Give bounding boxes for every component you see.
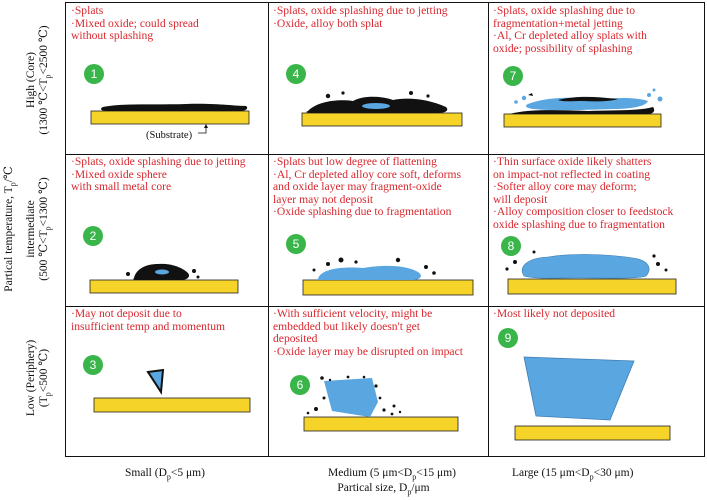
cell-5-notes: ·Splats but low degree of flattening·Al,…	[273, 155, 462, 219]
y-axis-label: Partical temperature, Tp/℃	[3, 166, 18, 292]
cell-2-number-badge: 2	[83, 226, 103, 246]
cell-5-number-badge: 5	[286, 234, 306, 254]
cell-6-alloy-particle	[324, 378, 378, 417]
substrate-arrow	[198, 127, 207, 134]
cell-3-illustration	[93, 368, 251, 413]
cell-1-notes: ·Splats·Mixed oxide; could spread withou…	[71, 4, 199, 43]
cell-2-metal-core	[155, 269, 169, 275]
cell-8-illustration	[505, 250, 677, 295]
cell-3-particle	[146, 368, 165, 395]
cell-5-substrate	[302, 279, 474, 296]
cell-9-notes: ·Most likely not deposited	[493, 307, 616, 320]
cell-7-illustration	[503, 88, 663, 128]
cell-7-number-badge: 7	[503, 66, 523, 86]
cell-8-notes: ·Thin surface oxide likely shatters on i…	[493, 155, 674, 231]
x-axis-label: Partical size, Dp/μm	[337, 482, 430, 497]
cell-4-alloy-core	[362, 103, 390, 109]
cell-1-illustration	[90, 103, 250, 134]
row-label-low: Low (Periphery) (Tp<500 ℃)	[25, 339, 53, 417]
cell-7: ·Splats, oxide splashing due to fragment…	[488, 3, 706, 154]
cell-7-oxide-upper	[558, 96, 618, 102]
row-label-intermediate: intermediate (500 ℃<Tp<1300 ℃)	[25, 177, 53, 281]
cell-8-number-badge: 8	[501, 236, 521, 256]
cell-4-notes: ·Splats, oxide splashing due to jetting·…	[273, 4, 448, 30]
cell-1-oxide-splat	[101, 103, 248, 111]
cell-6-substrate	[303, 416, 459, 432]
cell-3-number-badge: 3	[83, 355, 103, 375]
cell-9: ·Most likely not deposited 9	[488, 306, 706, 456]
cell-9-number-badge: 9	[498, 328, 518, 348]
column-label-large: Large (15 μm<Dp<30 μm)	[512, 467, 634, 482]
cell-1-number-badge: 1	[84, 64, 104, 84]
cell-5: ·Splats but low degree of flattening·Al,…	[268, 154, 488, 306]
cell-1: ·Splats·Mixed oxide; could spread withou…	[66, 3, 268, 154]
cell-4: ·Splats, oxide splashing due to jetting·…	[268, 3, 488, 154]
cell-8-alloy-splat	[522, 254, 650, 279]
cell-3: ·May not deposit due to insufficient tem…	[66, 306, 268, 456]
cell-6-illustration	[303, 375, 459, 432]
cell-6: ·With sufficient velocity, might be embe…	[268, 306, 488, 456]
cell-5-alloy-splat	[317, 265, 421, 280]
cell-8-substrate	[507, 278, 677, 295]
cell-4-number-badge: 4	[286, 64, 306, 84]
cell-2-substrate	[89, 279, 239, 294]
cell-7-substrate	[503, 113, 662, 128]
cell-8: ·Thin surface oxide likely shatters on i…	[488, 154, 706, 306]
cell-7-oxide-lower	[510, 107, 655, 114]
cell-4-illustration	[301, 91, 463, 127]
substrate-label: (Substrate)	[146, 130, 193, 141]
row-label-high: High (Core) (1300 ℃<Tp<2500 ℃)	[25, 25, 53, 135]
cell-2-notes: ·Splats, oxide splashing due to jetting·…	[71, 155, 246, 194]
cell-7-notes: ·Splats, oxide splashing due to fragment…	[493, 4, 647, 55]
matrix-grid: ·Splats·Mixed oxide; could spread withou…	[65, 2, 705, 457]
cell-7-alloy-splat	[525, 97, 648, 111]
cell-6-number-badge: 6	[290, 375, 310, 395]
cell-6-notes: ·With sufficient velocity, might be embe…	[273, 307, 463, 358]
cell-9-large-particle	[523, 356, 635, 421]
cell-5-illustration	[302, 257, 474, 296]
cell-9-illustration	[514, 356, 671, 441]
column-label-medium: Medium (5 μm<Dp<15 μm)	[327, 467, 456, 482]
cell-9-substrate	[514, 425, 671, 441]
cell-3-notes: ·May not deposit due to insufficient tem…	[71, 307, 226, 333]
cell-2: ·Splats, oxide splashing due to jetting·…	[66, 154, 268, 306]
cell-4-substrate	[301, 112, 463, 127]
cell-2-illustration	[89, 263, 239, 294]
cell-1-substrate	[90, 110, 250, 125]
cell-3-substrate	[93, 397, 251, 413]
column-label-small: Small (Dp<5 μm)	[125, 467, 205, 482]
